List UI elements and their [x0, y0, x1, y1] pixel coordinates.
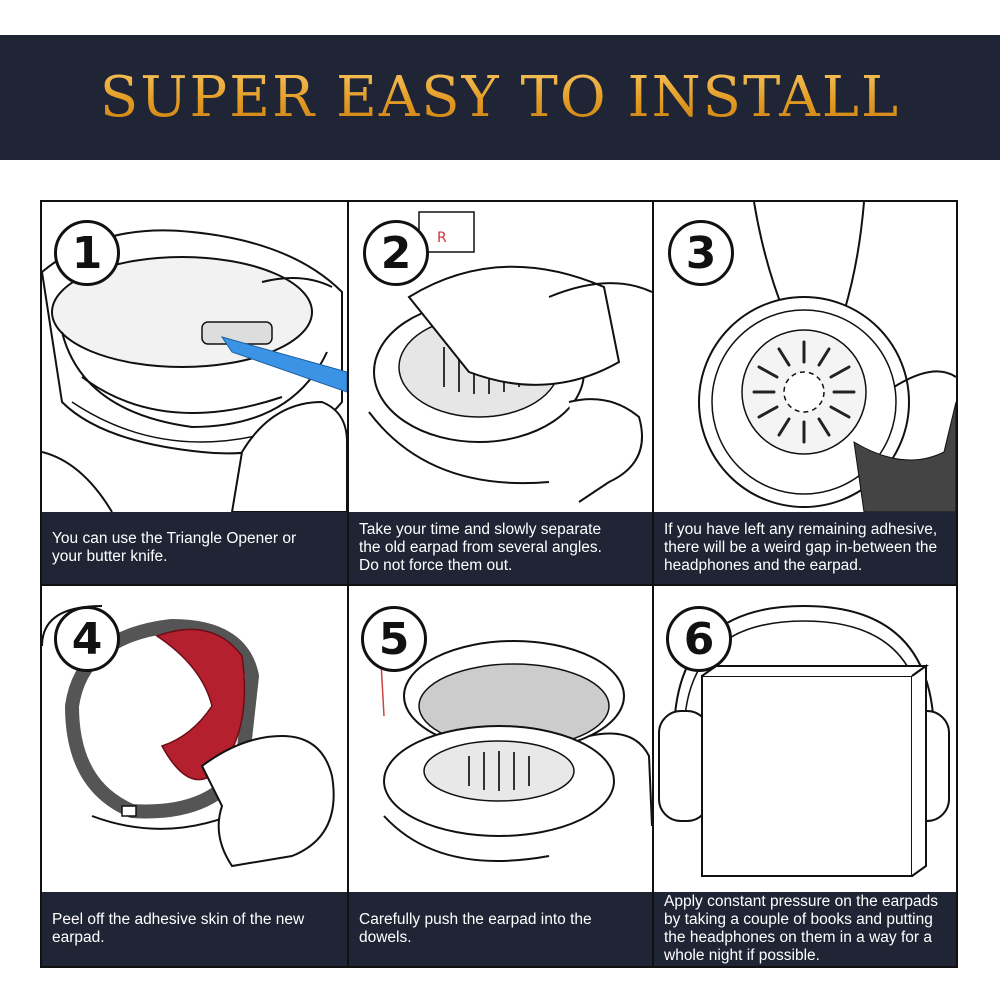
step-panel-2: R 2 Take your time and slowly separate t…: [349, 202, 652, 584]
step-panel-4: 4 Peel off the adhesive skin of the new …: [42, 586, 347, 966]
page-title: SUPER EASY TO INSTALL: [99, 65, 901, 130]
step-number-badge: 1: [54, 220, 120, 286]
header-banner: SUPER EASY TO INSTALL: [0, 35, 1000, 160]
step-caption: Peel off the adhesive skin of the new ea…: [42, 892, 347, 966]
step-caption: You can use the Triangle Opener or your …: [42, 512, 347, 584]
step-panel-3: 3 If you have left any remaining adhesiv…: [654, 202, 956, 584]
step-number-badge: 2: [363, 220, 429, 286]
step-panel-1: 1 You can use the Triangle Opener or you…: [42, 202, 347, 584]
step-panel-6: 6 Apply constant pressure on the earpads…: [654, 586, 956, 966]
step-number-badge: 3: [668, 220, 734, 286]
step-caption: Take your time and slowly separate the o…: [349, 512, 652, 584]
step-panel-5: 5 Carefully push the earpad into the dow…: [349, 586, 652, 966]
divider: [347, 586, 349, 966]
step-caption: Carefully push the earpad into the dowel…: [349, 892, 652, 966]
divider: [42, 584, 956, 586]
speaker-grille-illustration: [698, 202, 956, 512]
step-caption: If you have left any remaining adhesive,…: [654, 512, 956, 584]
step-caption: Apply constant pressure on the earpads b…: [654, 892, 956, 966]
svg-text:R: R: [437, 230, 447, 246]
books-pressure-illustration: [658, 604, 950, 877]
divider: [652, 586, 654, 966]
step-number-badge: 4: [54, 606, 120, 672]
steps-grid: 1 You can use the Triangle Opener or you…: [40, 200, 958, 968]
step-number-badge: 5: [361, 606, 427, 672]
step-number-badge: 6: [666, 606, 732, 672]
push-earpad-illustration: [378, 625, 652, 862]
triangle-opener-illustration: [42, 229, 347, 512]
